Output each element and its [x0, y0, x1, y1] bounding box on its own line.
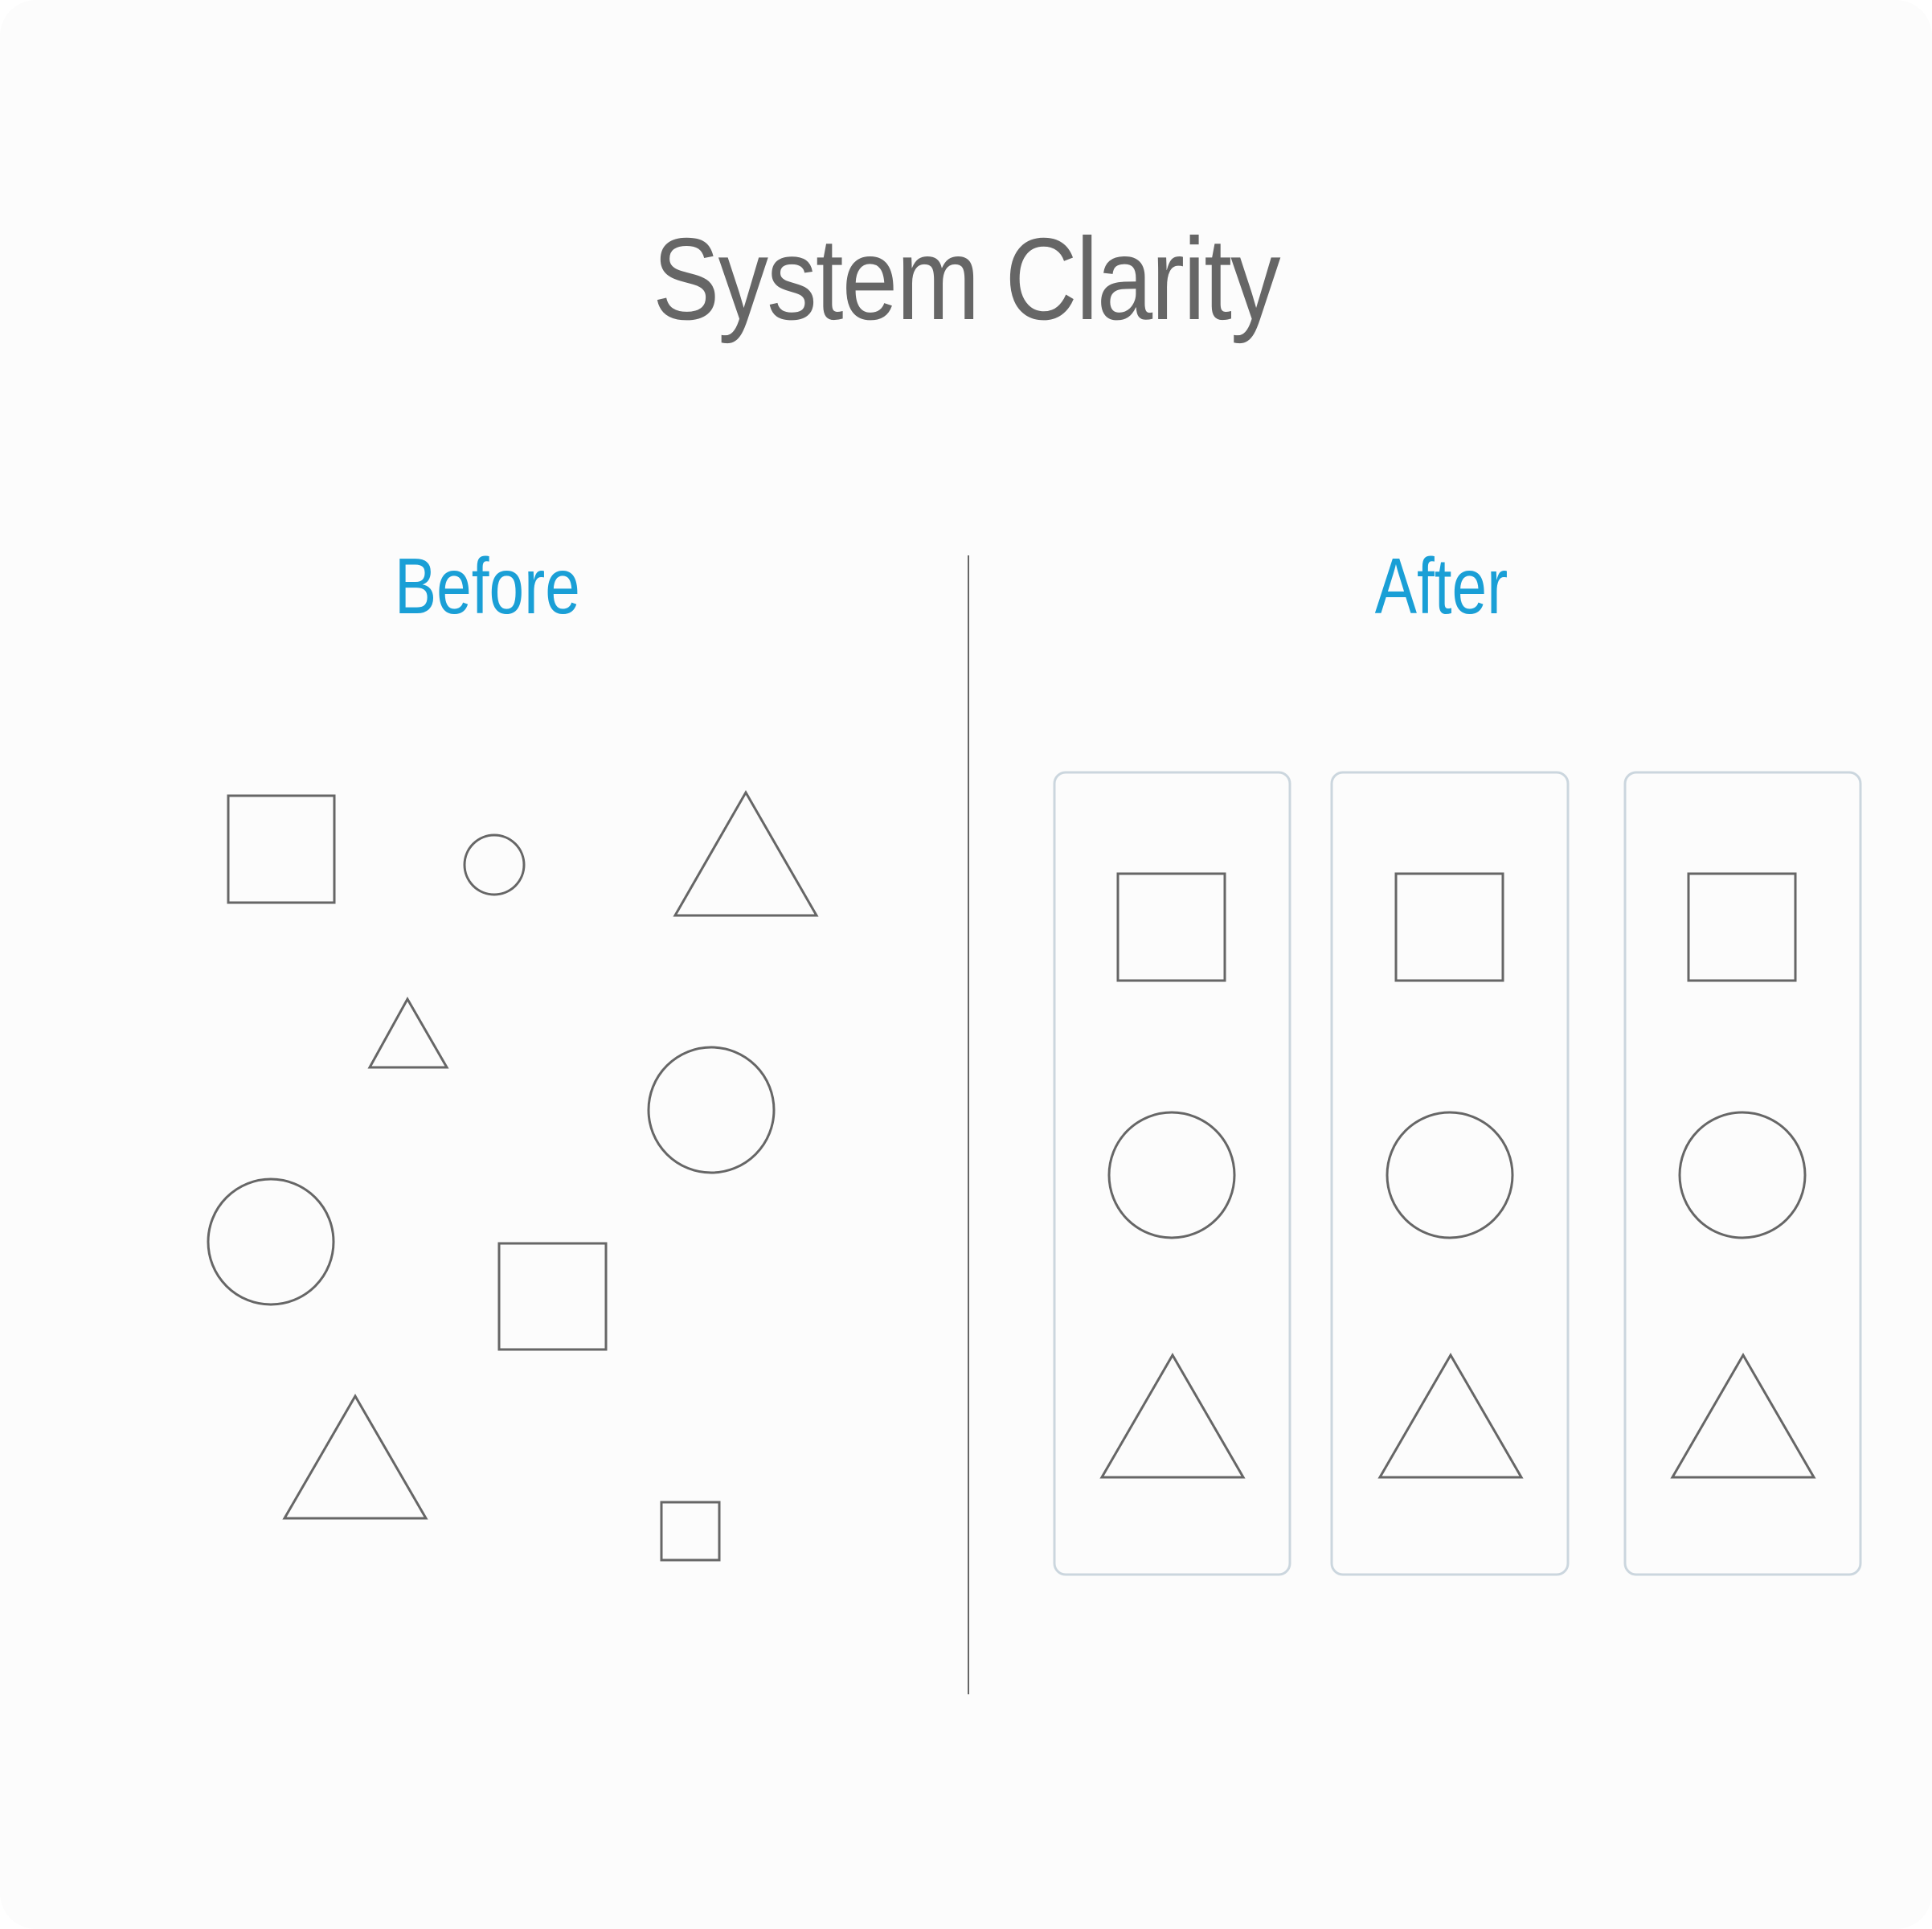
square-icon [497, 1242, 608, 1351]
card [1330, 771, 1570, 1576]
diagram-title: System Clarity [653, 214, 1280, 344]
triangle-icon [1670, 1353, 1816, 1479]
circle-icon [207, 1177, 335, 1306]
triangle-icon [673, 789, 819, 917]
square-icon [227, 794, 336, 904]
square-icon [1116, 872, 1226, 982]
triangle-icon [1099, 1353, 1246, 1479]
circle-icon [1107, 1111, 1236, 1239]
square-icon [1687, 872, 1797, 982]
before-shapes [207, 789, 819, 1562]
square-icon [660, 1501, 721, 1562]
after-column-1 [1053, 771, 1291, 1576]
before-label: Before [394, 542, 580, 630]
card [1623, 771, 1862, 1576]
triangle-icon [1377, 1353, 1524, 1479]
triangle-icon [282, 1394, 428, 1520]
after-column-3 [1623, 771, 1862, 1576]
card [1053, 771, 1291, 1576]
circle-icon [463, 833, 526, 896]
square-icon [1394, 872, 1504, 982]
after-label: After [1374, 542, 1508, 630]
circle-icon [1386, 1111, 1514, 1239]
circle-icon [647, 1046, 776, 1174]
after-column-2 [1330, 771, 1570, 1576]
triangle-icon [367, 996, 449, 1069]
circle-icon [1678, 1111, 1807, 1239]
